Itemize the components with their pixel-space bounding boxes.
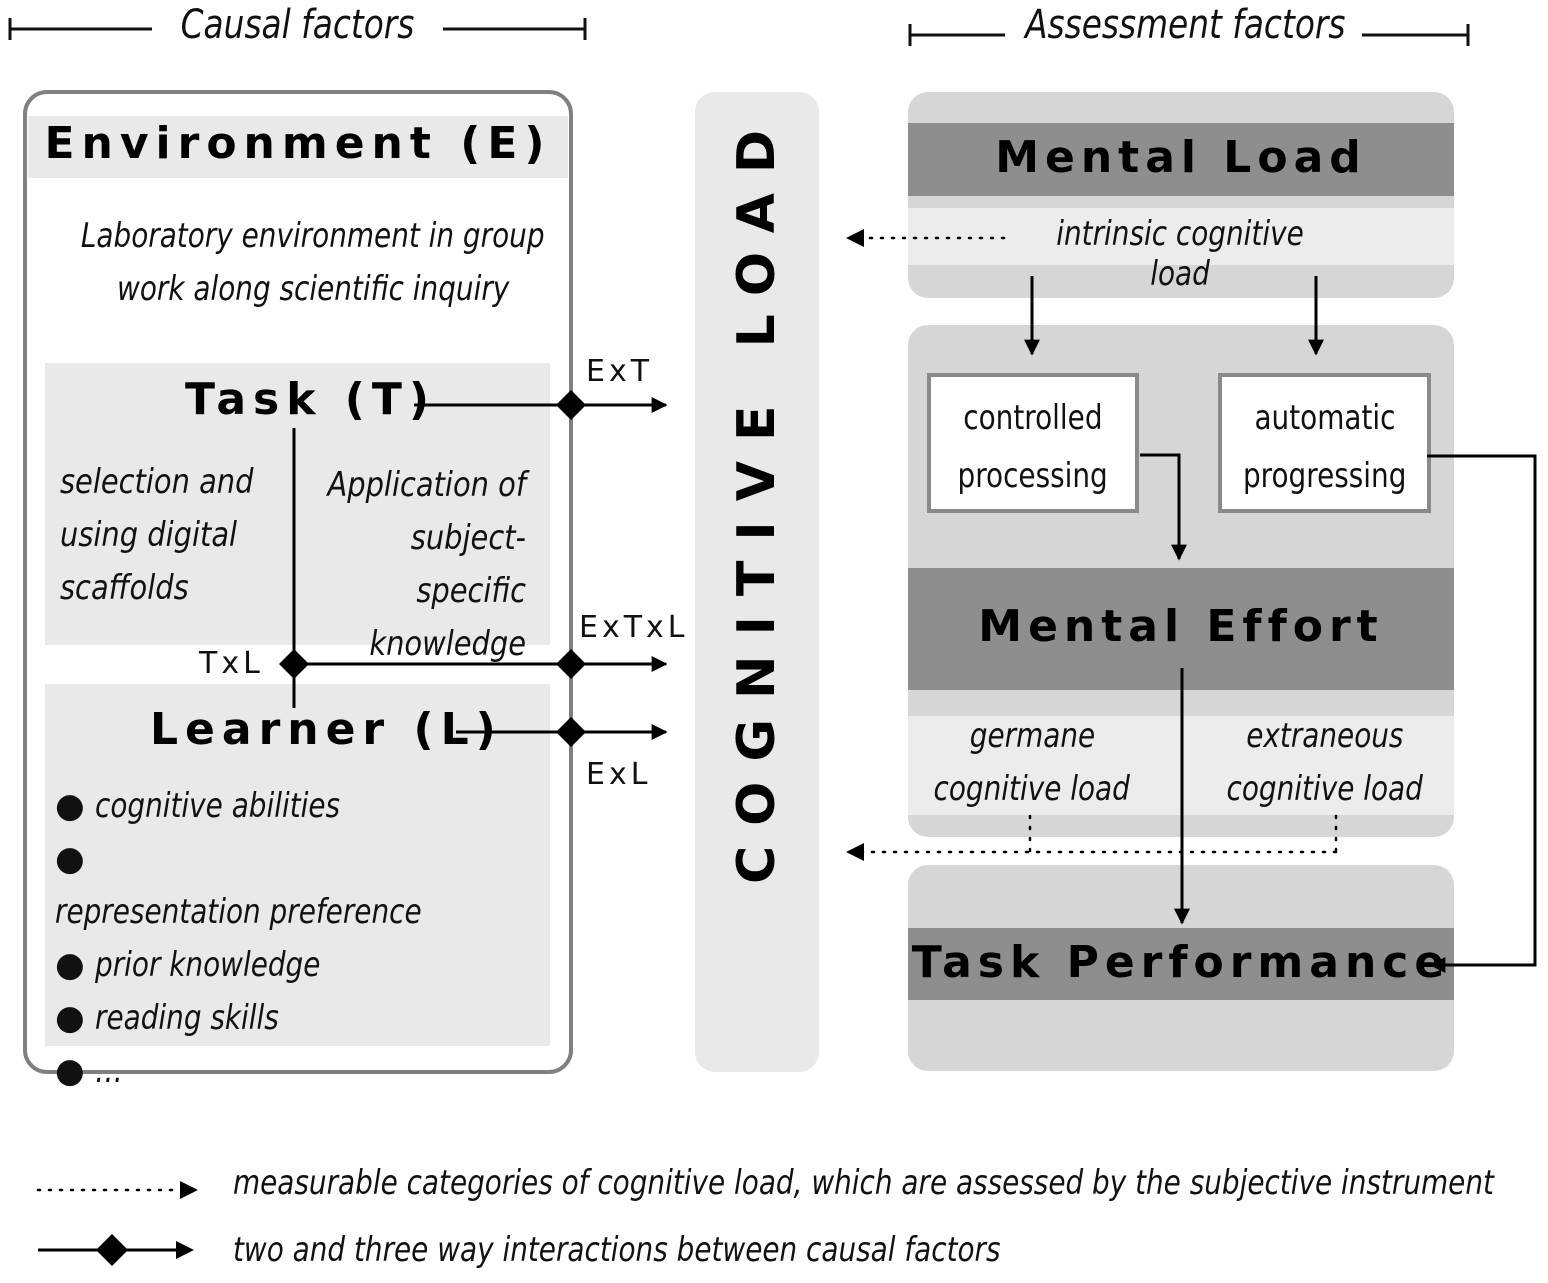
mental-load-band — [908, 123, 1454, 196]
task-left-line-1: selection and — [60, 462, 254, 502]
assessment-factors-header: Assessment factors — [1025, 2, 1346, 48]
task-application-text: Application of subject-specific knowledg… — [308, 459, 526, 671]
ext-label: ExT — [586, 354, 654, 389]
task-performance-band — [908, 928, 1454, 1000]
intrinsic-arrowhead — [846, 229, 864, 247]
ext-diamond — [556, 390, 586, 420]
task-right-line-1: Application of — [327, 465, 526, 505]
learner-title: Learner (L) — [150, 704, 503, 755]
learner-bullet-item: ● prior knowledge — [55, 945, 321, 985]
intrinsic-cognitive-load-label: intrinsic cognitive load — [1056, 214, 1304, 294]
assessment-header-ruler — [908, 24, 1470, 46]
task-performance-title: Task Performance — [911, 937, 1451, 988]
extxl-label: ExTxL — [579, 610, 689, 645]
task-left-line-2: using digital — [60, 515, 238, 555]
legend-dotted-symbol — [36, 1181, 198, 1199]
learner-bullet-item: ● cognitive abilities — [55, 786, 341, 826]
exl-label: ExL — [586, 757, 652, 792]
interaction-diamonds — [279, 390, 586, 747]
learner-bullet-list: ● cognitive abilities ● representation p… — [55, 780, 535, 1098]
extxl-diamond — [556, 649, 586, 679]
legend-solid-text: two and three way interactions between c… — [233, 1230, 1001, 1270]
intrinsic-band — [908, 208, 1454, 265]
txl-diamond — [279, 649, 309, 679]
causal-header-ruler — [8, 18, 587, 40]
learner-bullet-item: ● reading skills — [55, 998, 280, 1038]
task-left-line-3: scaffolds — [60, 568, 189, 608]
environment-line-2: work along scientific inquiry — [116, 269, 510, 309]
mental-load-title: Mental Load — [995, 132, 1367, 183]
causal-factors-header: Causal factors — [180, 2, 415, 48]
cognitive-load-label: COGNITIVE LOAD — [727, 109, 787, 884]
germane-extraneous-arrowhead — [846, 843, 864, 861]
task-right-line-3: knowledge — [369, 624, 526, 664]
environment-header-band — [28, 116, 568, 178]
environment-title: Environment (E) — [44, 118, 552, 169]
task-panel — [45, 363, 550, 645]
environment-line-1: Laboratory environment in group — [81, 216, 545, 256]
learner-bullet-item: ● … — [55, 1051, 124, 1091]
learner-panel — [45, 684, 550, 1046]
task-selection-text: selection and using digital scaffolds — [60, 456, 256, 615]
automatic-progressing-box — [1218, 373, 1431, 513]
txl-label: TxL — [199, 646, 264, 681]
controlled-processing-box — [927, 373, 1139, 513]
task-title: Task (T) — [185, 374, 437, 425]
assessment-arrows — [1024, 276, 1537, 973]
legend-dotted-text: measurable categories of cognitive load,… — [233, 1163, 1494, 1203]
environment-description: Laboratory environment in group work alo… — [28, 210, 598, 316]
learner-bullet-item: ● representation preference — [55, 839, 422, 932]
legend-solid-symbol — [38, 1234, 194, 1266]
cognitive-load-column — [695, 92, 819, 1072]
mental-effort-title: Mental Effort — [978, 601, 1384, 652]
exl-diamond — [556, 717, 586, 747]
measurement-arrows — [860, 236, 1338, 854]
task-right-line-2: subject-specific — [410, 518, 526, 611]
